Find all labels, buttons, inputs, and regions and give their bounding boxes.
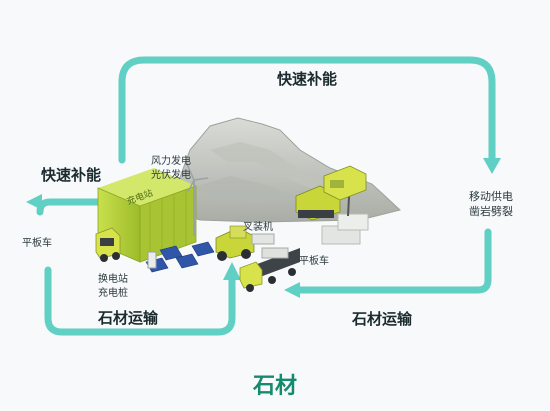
bottom-right-flow-label: 石材运输: [352, 310, 413, 328]
flow-arrows: [36, 56, 496, 336]
arrow-head-up-mid: [223, 262, 241, 280]
forklift-label: 叉装机: [243, 222, 273, 233]
left-flow-label: 快速补能: [41, 166, 102, 184]
solar-power-label: 光伏发电: [151, 170, 191, 181]
solar-panels: [145, 241, 215, 273]
charging-pile-label: 充电桩: [98, 288, 128, 299]
wind-turbine: [185, 161, 209, 236]
mobile-power-label: 移动供电: [469, 190, 513, 203]
wind-power-label: 风力发电: [151, 156, 191, 167]
rock-split-label: 凿岩劈裂: [469, 205, 513, 218]
arrow-heads: [26, 158, 501, 298]
diagram-caption: 石材: [252, 374, 297, 399]
bottom-left-arrow: [44, 266, 236, 336]
flatbed-mid-label: 平板车: [299, 256, 329, 267]
arrow-head-left: [26, 194, 42, 210]
stone-blocks: [321, 213, 369, 245]
arrow-head-down-right: [483, 158, 501, 174]
bottom-right-arrow: [294, 228, 492, 294]
bottom-left-flow-label: 石材运输: [98, 309, 159, 327]
top-loop-arrow: [118, 56, 496, 164]
left-return-arrow: [36, 198, 116, 216]
flatbed-truck-mid: [239, 247, 300, 292]
quarry-mountain: [167, 117, 402, 223]
swap-station-label: 换电站: [98, 274, 128, 285]
forklift-loader: [215, 225, 275, 261]
flatbed-left-label: 平板车: [22, 238, 52, 249]
arrow-head-left-bottom: [284, 282, 300, 298]
left-truck: [95, 227, 121, 262]
mobile-power-unit: [323, 165, 367, 201]
charging-pile: [147, 251, 157, 269]
top-flow-label: 快速补能: [277, 70, 338, 88]
